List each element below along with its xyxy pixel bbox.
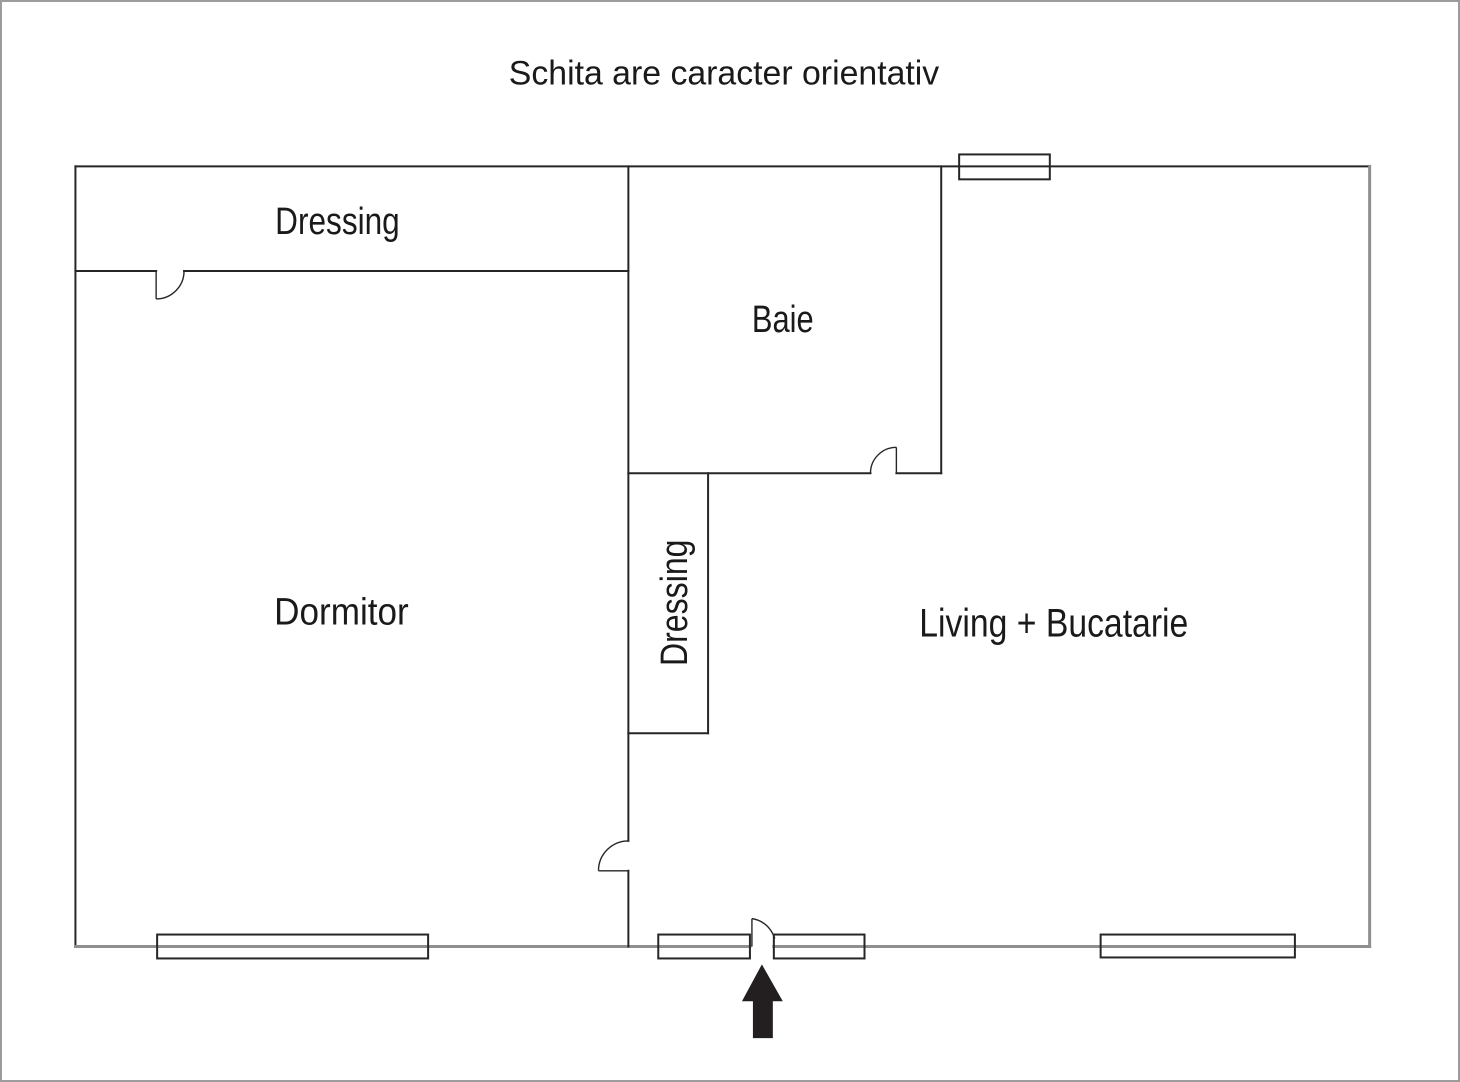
door-arc-baie <box>869 446 897 474</box>
window-entrance-left-sidelight <box>657 933 751 960</box>
window-bottom-right <box>1099 933 1296 959</box>
window-bottom-left <box>156 933 430 960</box>
room-label-baie: Baie <box>752 299 814 341</box>
room-label-dressing-corridor: Dressing <box>654 540 696 667</box>
room-label-dressing-top: Dressing <box>275 201 400 243</box>
plan-title: Schita are caracter orientativ <box>509 55 939 93</box>
door-arc-entrance <box>751 917 776 939</box>
room-label-dormitor: Dormitor <box>274 592 409 634</box>
window-top <box>958 153 1051 181</box>
room-label-living-bucatarie: Living + Bucatarie <box>919 602 1188 646</box>
window-entrance-right-sidelight <box>772 933 866 960</box>
door-arc-dressing-top <box>156 270 185 300</box>
entrance-arrow-icon <box>741 964 783 1039</box>
door-arc-dormitor <box>597 840 629 871</box>
